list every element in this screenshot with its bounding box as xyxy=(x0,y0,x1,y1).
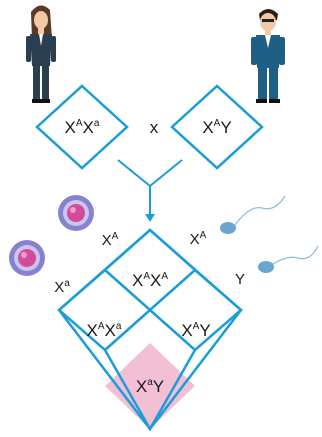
mother-genotype-label: XAXa xyxy=(65,118,100,137)
offspring-right-label: XAY xyxy=(181,321,210,340)
sperm-2-allele-label: Y xyxy=(235,271,245,288)
egg-1-allele-label: XA xyxy=(102,231,119,249)
offspring-left-label: XAXa xyxy=(87,321,122,340)
sperm-cell-icon xyxy=(220,195,286,234)
offspring-cell-bottom-highlight xyxy=(105,343,195,429)
man-figure-icon xyxy=(251,9,285,103)
egg-cell-icon xyxy=(58,195,94,231)
arrow-head-icon xyxy=(145,214,155,222)
punnett-grid xyxy=(57,228,243,432)
father-genotype-diamond xyxy=(170,84,264,170)
egg-2-allele-label: Xa xyxy=(54,278,70,296)
offspring-bottom-label: XaY xyxy=(136,377,164,396)
mother-genotype-diamond xyxy=(35,84,129,170)
egg-cell-icon xyxy=(9,240,45,276)
father-genotype-label: XAY xyxy=(202,118,231,137)
cross-connector-arrow xyxy=(117,159,183,216)
woman-figure-icon xyxy=(26,5,56,103)
sperm-cell-icon xyxy=(258,245,319,273)
cross-symbol: x xyxy=(150,118,159,137)
sperm-1-allele-label: XA xyxy=(190,230,207,248)
offspring-top-label: XAXA xyxy=(132,271,168,290)
